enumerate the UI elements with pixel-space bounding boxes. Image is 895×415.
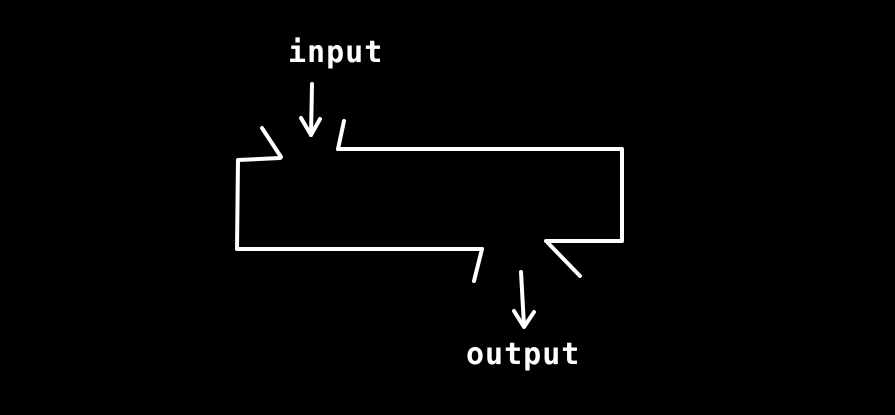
outlet-flap-left (472, 247, 484, 283)
output-arrow-shaft (519, 270, 526, 328)
input-arrow-head (299, 116, 322, 137)
output-label: output (466, 337, 580, 372)
input-arrow-shaft (309, 82, 314, 137)
inlet-flap-right (336, 119, 346, 151)
channel-left-wall (235, 156, 484, 251)
outlet-flap-right (546, 241, 582, 278)
inlet-opening (260, 119, 346, 159)
channel-top-right-wall (336, 147, 624, 243)
input-arrow (299, 82, 322, 137)
output-arrow-head (512, 309, 536, 329)
outlet-opening (472, 241, 582, 283)
input-label: input (288, 35, 383, 70)
channel-outline (235, 147, 624, 251)
output-arrow (512, 270, 536, 329)
inlet-flap-left (260, 126, 283, 159)
